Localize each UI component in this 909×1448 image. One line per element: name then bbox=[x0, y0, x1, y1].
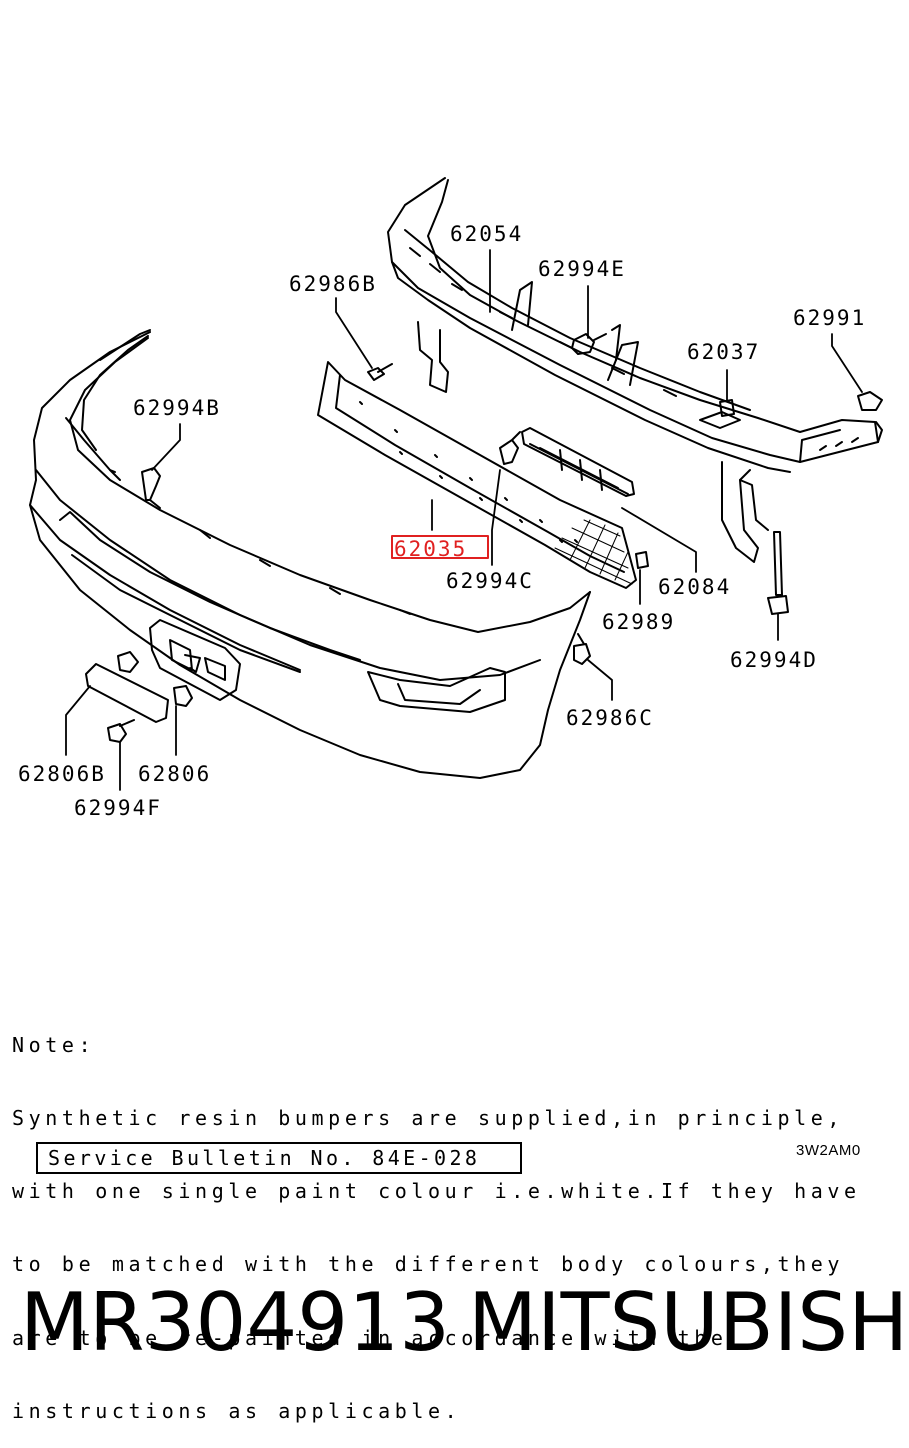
block-62037 bbox=[719, 399, 735, 417]
bracket-62806 bbox=[173, 685, 193, 707]
service-bulletin-box: Service Bulletin No. 84E-028 bbox=[36, 1142, 522, 1174]
note-line: with one single paint colour i.e.white.I… bbox=[12, 1179, 861, 1204]
lower-grille-plate bbox=[317, 361, 637, 589]
label-62994c: 62994C bbox=[446, 569, 534, 593]
note-line: to be matched with the different body co… bbox=[12, 1252, 845, 1277]
highlight-62035 bbox=[391, 535, 489, 559]
clip-62994b bbox=[141, 467, 161, 501]
clip-62994e bbox=[571, 333, 607, 355]
label-62037: 62037 bbox=[687, 340, 760, 364]
clip-62806b-top bbox=[117, 651, 139, 673]
plate-62806b bbox=[85, 663, 169, 723]
tag-62989 bbox=[635, 551, 649, 569]
label-62986b: 62986B bbox=[289, 272, 377, 296]
label-62806: 62806 bbox=[138, 762, 211, 786]
screw-62986b bbox=[367, 363, 393, 381]
drawing-code: 3W2AM0 bbox=[796, 1142, 861, 1159]
label-62989: 62989 bbox=[602, 610, 675, 634]
note-block: Note: Synthetic resin bumpers are suppli… bbox=[12, 984, 892, 1448]
label-62035: 62035 bbox=[394, 537, 467, 561]
nut-62991 bbox=[857, 391, 883, 411]
label-62054: 62054 bbox=[450, 222, 523, 246]
label-62991: 62991 bbox=[793, 306, 866, 330]
label-62994f: 62994F bbox=[74, 796, 162, 820]
bolt-62994f bbox=[107, 719, 135, 743]
note-heading: Note: bbox=[12, 1032, 96, 1057]
label-62084: 62084 bbox=[658, 575, 731, 599]
front-bumper-fascia bbox=[29, 329, 591, 779]
label-62806b: 62806B bbox=[18, 762, 106, 786]
bumper-reinforcement-beam bbox=[387, 177, 883, 563]
label-62986c: 62986C bbox=[566, 706, 654, 730]
product-brand: MITSUBISHI bbox=[468, 1276, 909, 1369]
note-line: are to be re-painted in accordance with … bbox=[12, 1325, 728, 1350]
screw-62986c bbox=[573, 633, 591, 665]
clip-62994c bbox=[499, 431, 521, 465]
note-line: instructions as applicable. bbox=[12, 1398, 462, 1423]
label-62994b: 62994B bbox=[133, 396, 221, 420]
parts-diagram: 62054 62994E 62986B 62991 62037 62994B 6… bbox=[18, 177, 883, 820]
label-62994e: 62994E bbox=[538, 257, 626, 281]
bolt-62994d bbox=[767, 531, 789, 615]
product-line: MR304913 MITSUBISHI bbox=[0, 1268, 909, 1378]
leader-lines bbox=[65, 249, 863, 791]
product-part-number: MR304913 bbox=[20, 1276, 450, 1369]
label-62994d: 62994D bbox=[730, 648, 818, 672]
note-line: Synthetic resin bumpers are supplied,in … bbox=[12, 1106, 845, 1131]
